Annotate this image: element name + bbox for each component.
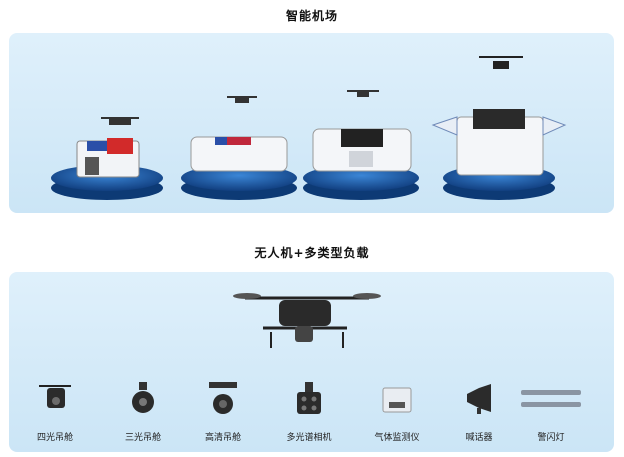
airport-illustration — [51, 56, 567, 200]
payload-label-multispectral-camera: 多光谱相机 — [286, 433, 332, 443]
airport-section-title: 智能机场 — [285, 9, 338, 23]
payload-label-three-light-pod: 三光吊舱 — [124, 433, 161, 443]
airport-station-3 — [303, 90, 419, 200]
four-light-pod-icon — [37, 378, 73, 418]
multispectral-camera-icon — [291, 378, 327, 418]
payload-panel: 四光吊舱 三光吊舱 高清吊舱 多光谱相机 气体监测仪 喊话器 警闪灯 — [9, 272, 614, 452]
drone-icon — [347, 90, 379, 97]
payload-label-warning-light: 警闪灯 — [537, 433, 565, 443]
three-light-pod-icon — [125, 378, 161, 418]
warning-light-icon — [519, 384, 583, 414]
hd-pod-icon — [203, 378, 243, 418]
payload-label-four-light-pod: 四光吊舱 — [36, 433, 73, 443]
drone-icon — [227, 96, 257, 103]
airport-station-2 — [181, 96, 297, 200]
loudspeaker-icon — [461, 378, 497, 418]
payload-label-gas-monitor: 气体监测仪 — [374, 433, 420, 443]
payload-section-title: 无人机+多类型负载 — [254, 246, 370, 260]
uav-drone-icon — [233, 293, 381, 348]
payload-label-loudspeaker: 喊话器 — [465, 433, 493, 443]
airport-station-1 — [51, 117, 163, 200]
payload-label-hd-pod: 高清吊舱 — [204, 433, 241, 443]
airport-station-4 — [431, 56, 567, 200]
drone-icon — [101, 117, 139, 125]
drone-icon — [479, 56, 523, 69]
uav-illustration — [233, 293, 381, 348]
gas-monitor-icon — [377, 378, 417, 418]
airport-panel — [9, 33, 614, 213]
